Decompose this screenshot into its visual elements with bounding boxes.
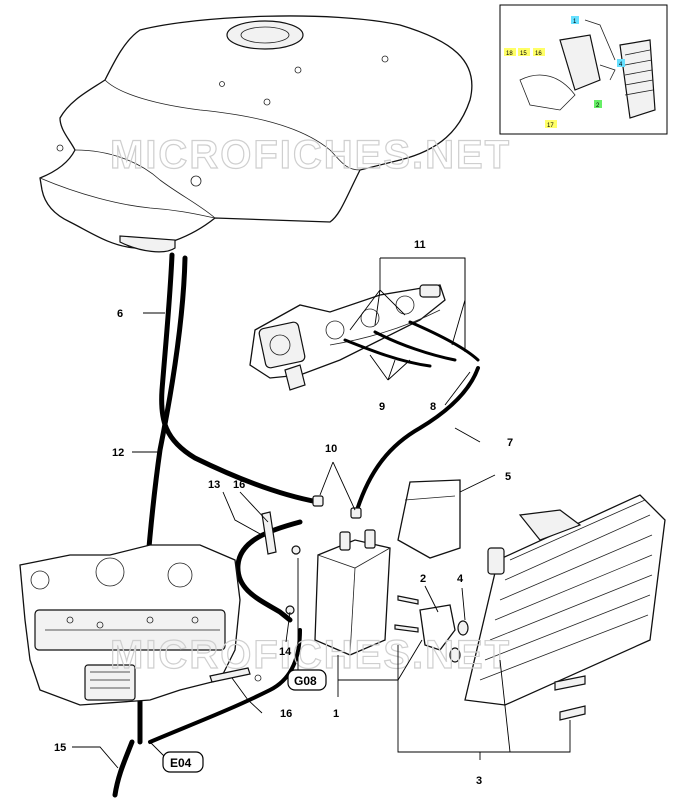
- callout-2: 2: [420, 573, 426, 585]
- inset-overview: 1 4 2 18 15 16 17: [499, 4, 668, 135]
- callout-14: 14: [279, 646, 292, 658]
- inset-tag-16-bg: [533, 48, 545, 56]
- callout-1: 1: [333, 708, 339, 720]
- inset-tag-4: 4: [619, 62, 623, 68]
- inset-tag-15: 15: [520, 51, 527, 57]
- inset-tag-18-bg: [504, 48, 516, 56]
- inset-tag-17: 17: [547, 123, 554, 129]
- callout-7: 7: [507, 437, 513, 449]
- radiator: [464, 494, 666, 721]
- inset-tag-18: 18: [506, 51, 513, 57]
- callout-13: 13: [208, 479, 220, 491]
- inset-tag-2-bg: [594, 100, 602, 108]
- throttle-body-assembly: [249, 284, 446, 391]
- reference-e04: E04: [162, 751, 204, 773]
- washer-upper: [457, 620, 469, 636]
- callout-15: 15: [54, 742, 66, 754]
- inset-tag-2: 2: [596, 103, 600, 109]
- inset-tag-4-bg: [617, 59, 625, 67]
- engine-block: [19, 544, 241, 706]
- callout-9: 9: [379, 401, 385, 413]
- callout-8: 8: [430, 401, 436, 413]
- ref-e04-label: E04: [170, 756, 192, 770]
- fitting-lower: [350, 507, 362, 519]
- clamp-lower: [209, 667, 251, 683]
- inset-tag-1-bg: [571, 16, 579, 24]
- evap-canister: [314, 529, 391, 656]
- callout-10: 10: [325, 443, 337, 455]
- callout-labels: 6 12 11 9 8 7 10 5 13 16 2 4 14 1 16 3 1…: [54, 239, 513, 787]
- callout-3: 3: [476, 775, 482, 787]
- inset-tag-17-bg: [545, 120, 557, 128]
- ref-g08-label: G08: [294, 674, 317, 688]
- reference-g08: G08: [287, 669, 327, 691]
- clamp-upper: [261, 511, 277, 555]
- watermark-top: MICROFICHES.NET: [110, 133, 511, 177]
- washer-lower: [449, 647, 461, 663]
- callout-12: 12: [112, 447, 124, 459]
- fitting-upper: [312, 495, 324, 507]
- callout-5: 5: [505, 471, 511, 483]
- inset-tag-15-bg: [518, 48, 530, 56]
- callout-4: 4: [457, 573, 464, 585]
- callout-6: 6: [117, 308, 123, 320]
- callout-16-lower: 16: [280, 708, 292, 720]
- inset-tag-1: 1: [573, 19, 577, 25]
- bracket: [419, 604, 456, 651]
- shield-plate: [397, 479, 461, 559]
- callout-11: 11: [414, 239, 426, 251]
- inset-tag-16: 16: [535, 51, 542, 57]
- leader-lines: [72, 257, 571, 769]
- callout-16-upper: 16: [233, 479, 245, 491]
- fuel-tank: [39, 15, 473, 253]
